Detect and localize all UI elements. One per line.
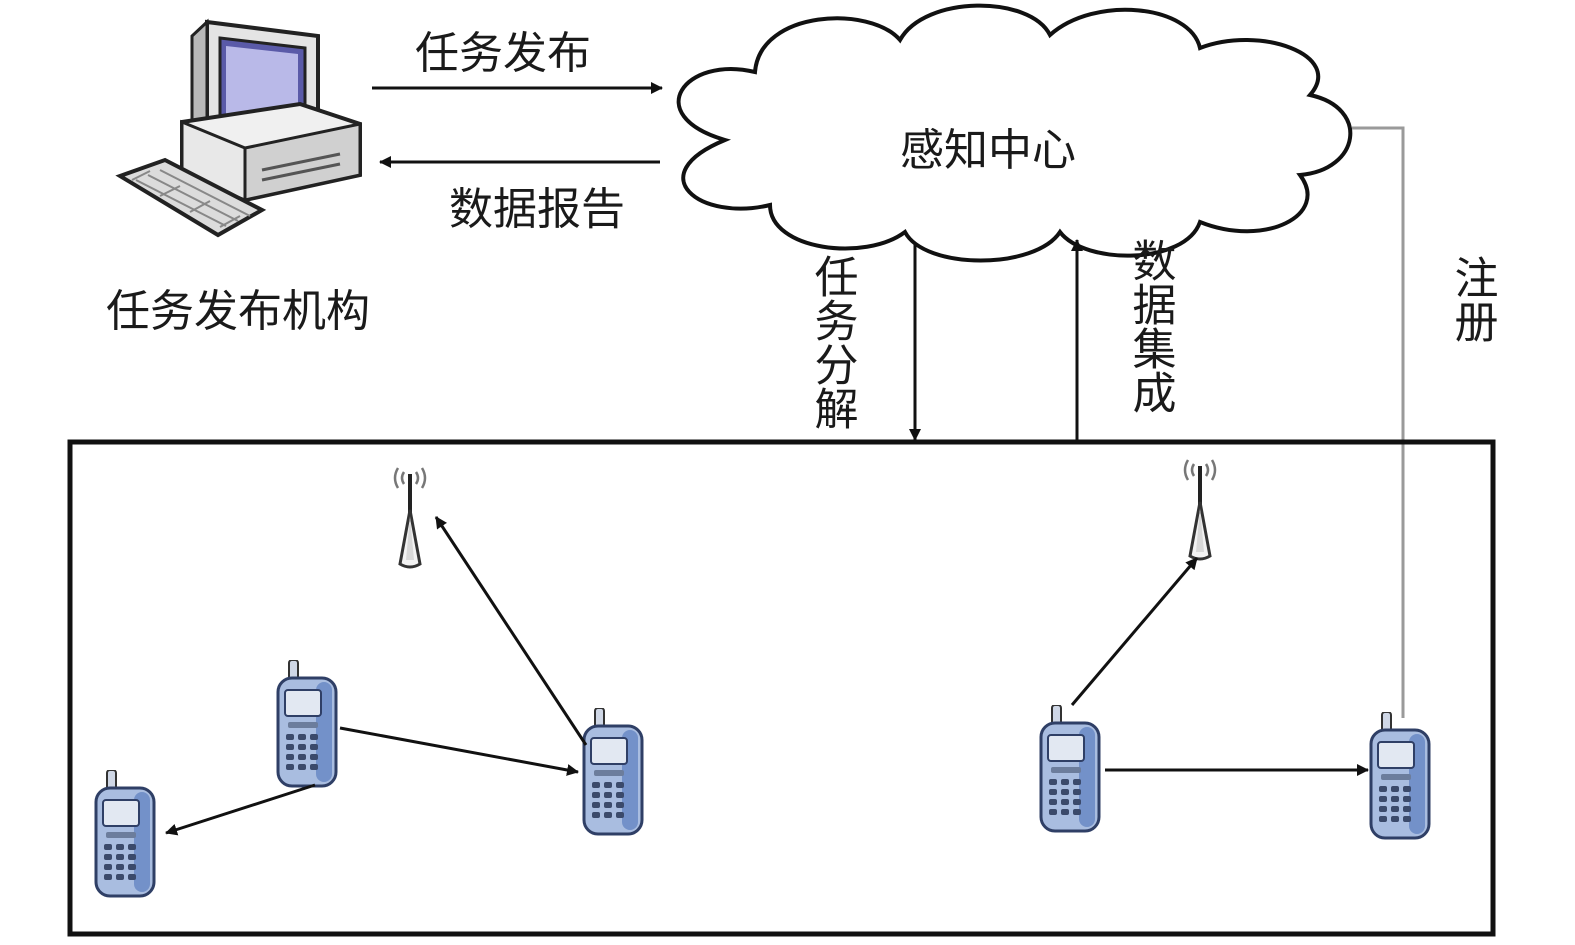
mobile-phone-icon <box>582 708 644 836</box>
link-arrow <box>339 726 579 776</box>
cloud-icon <box>676 3 1353 263</box>
task-publish-label: 任务发布 <box>415 28 591 79</box>
data-integrate-label: 数据集成 <box>1125 238 1176 414</box>
task-decompose-label: 任务分解 <box>807 254 859 430</box>
register-line <box>1352 126 1405 718</box>
sensing-center-label: 感知中心 <box>900 125 1076 176</box>
sensing-area-box <box>67 439 1496 937</box>
publisher-label: 任务发布机构 <box>106 286 370 337</box>
antenna-icon <box>393 466 427 569</box>
link-arrow <box>1070 557 1199 706</box>
antenna-icon <box>1183 458 1217 561</box>
data-report-label: 数据报告 <box>449 184 625 235</box>
register-label: 注册 <box>1447 255 1498 343</box>
desktop-computer-icon <box>115 18 362 238</box>
mobile-phone-icon <box>276 660 338 788</box>
link-arrow <box>434 516 588 746</box>
mobile-phone-icon <box>94 770 156 898</box>
mobile-phone-icon <box>1039 705 1101 833</box>
mobile-phone-icon <box>1369 712 1431 840</box>
link-arrow <box>165 783 316 836</box>
